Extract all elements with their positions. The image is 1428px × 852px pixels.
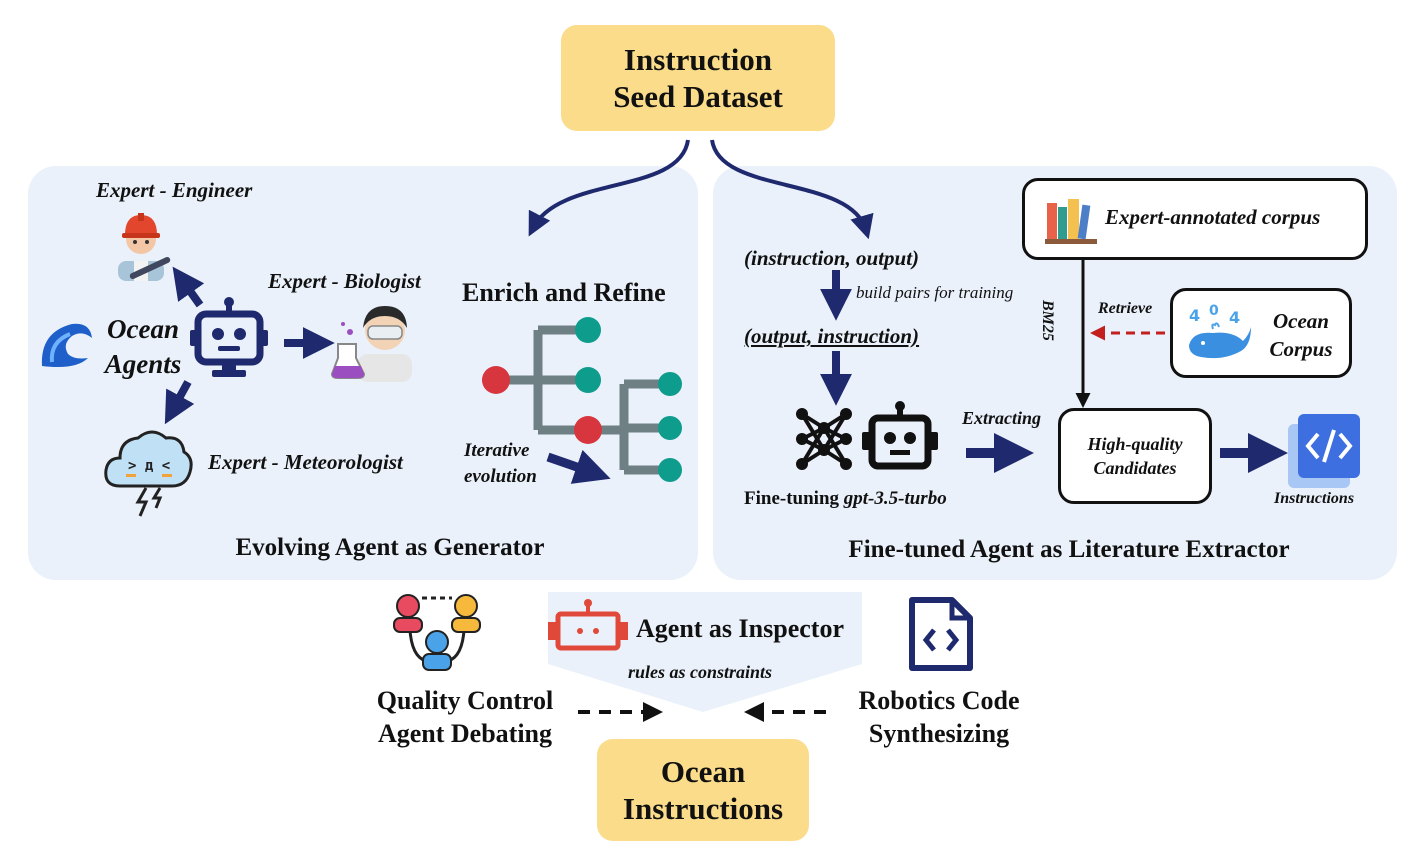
- neural-net-icon: [796, 408, 852, 470]
- robotics-line1: Robotics Code: [858, 686, 1020, 715]
- iterative-line1: Iterative: [464, 440, 530, 461]
- seed-line2: Seed Dataset: [613, 79, 783, 114]
- code-file-icon: [909, 597, 973, 671]
- wave-icon: [41, 323, 92, 367]
- ocean-agents-label: Ocean Agents: [100, 312, 186, 382]
- expert-corpus-box: Expert-annotated corpus: [1022, 178, 1368, 260]
- svg-text:> д <: > д <: [128, 458, 170, 474]
- expert-meteorologist-label: Expert - Meteorologist: [208, 450, 403, 474]
- candidates-line2: Candidates: [1093, 458, 1177, 478]
- ocean-instr-line2: Instructions: [622, 791, 784, 826]
- quality-line2: Agent Debating: [377, 719, 553, 748]
- extracting-label: Extracting: [962, 408, 1042, 428]
- candidates-line1: High-quality: [1087, 434, 1183, 454]
- enrich-refine-label: Enrich and Refine: [462, 278, 666, 307]
- generator-title: Evolving Agent as Generator: [235, 534, 545, 561]
- expert-biologist-label: Expert - Biologist: [268, 269, 421, 293]
- robot-head-icon: [862, 401, 938, 470]
- iterative-line2: evolution: [464, 466, 537, 487]
- pair-output-instruction: (output, instruction): [744, 324, 920, 348]
- instructions-label: Instructions: [1274, 490, 1355, 507]
- ocean-agents-line1: Ocean: [107, 314, 179, 344]
- iterative-label: Iterative evolution: [464, 438, 537, 490]
- ocean-instr-line1: Ocean: [660, 754, 746, 789]
- retrieve-label: Retrieve: [1098, 300, 1153, 317]
- ocean-instructions-box: Ocean Instructions: [597, 739, 809, 841]
- svg-text:0: 0: [1209, 303, 1219, 319]
- quality-line1: Quality Control: [376, 686, 554, 715]
- robot-icon: [190, 297, 268, 377]
- candidates-box: High-quality Candidates: [1058, 408, 1212, 504]
- finetune-prefix: Fine-tuning: [744, 488, 844, 509]
- pair-instruction-output: (instruction, output): [744, 246, 920, 270]
- robotics-label: Robotics Code Synthesizing: [826, 684, 1052, 750]
- ocean-corpus-line2: Corpus: [1269, 337, 1333, 361]
- build-pairs-label: build pairs for training: [856, 283, 1014, 302]
- inspector-robot-icon: [548, 599, 628, 651]
- finetune-label: Fine-tuning gpt-3.5-turbo: [744, 488, 947, 510]
- extractor-title: Fine-tuned Agent as Literature Extractor: [848, 536, 1290, 563]
- books-icon: [1045, 199, 1097, 244]
- expert-engineer-label: Expert - Engineer: [96, 178, 253, 202]
- ocean-agents-line2: Agents: [104, 349, 182, 379]
- ocean-corpus-label: Ocean Corpus: [1259, 307, 1343, 363]
- whale-icon: 4 0 4: [1189, 303, 1251, 359]
- seed-line1: Instruction: [623, 42, 773, 77]
- quality-control-label: Quality Control Agent Debating: [340, 684, 590, 750]
- ocean-corpus-line1: Ocean: [1273, 309, 1329, 333]
- tree-icon: [482, 317, 682, 482]
- expert-corpus-label: Expert-annotated corpus: [1105, 205, 1321, 229]
- inspector-label: Agent as Inspector: [636, 614, 844, 643]
- team-icon: [393, 594, 481, 671]
- storm-cloud-icon: > д <: [104, 430, 193, 517]
- biologist-icon: [330, 306, 412, 382]
- finetune-model: gpt-3.5-turbo: [843, 488, 947, 509]
- rules-label: rules as constraints: [628, 662, 773, 682]
- seed-dataset-box: Instruction Seed Dataset: [561, 25, 835, 131]
- robotics-line2: Synthesizing: [868, 719, 1010, 748]
- engineer-icon: [118, 213, 171, 281]
- svg-text:4: 4: [1189, 306, 1200, 325]
- svg-text:4: 4: [1229, 308, 1240, 327]
- ocean-corpus-box: 4 0 4 Ocean Corpus: [1170, 288, 1352, 378]
- code-window-icon: [1288, 414, 1360, 488]
- bm25-label: BM25: [1039, 300, 1056, 341]
